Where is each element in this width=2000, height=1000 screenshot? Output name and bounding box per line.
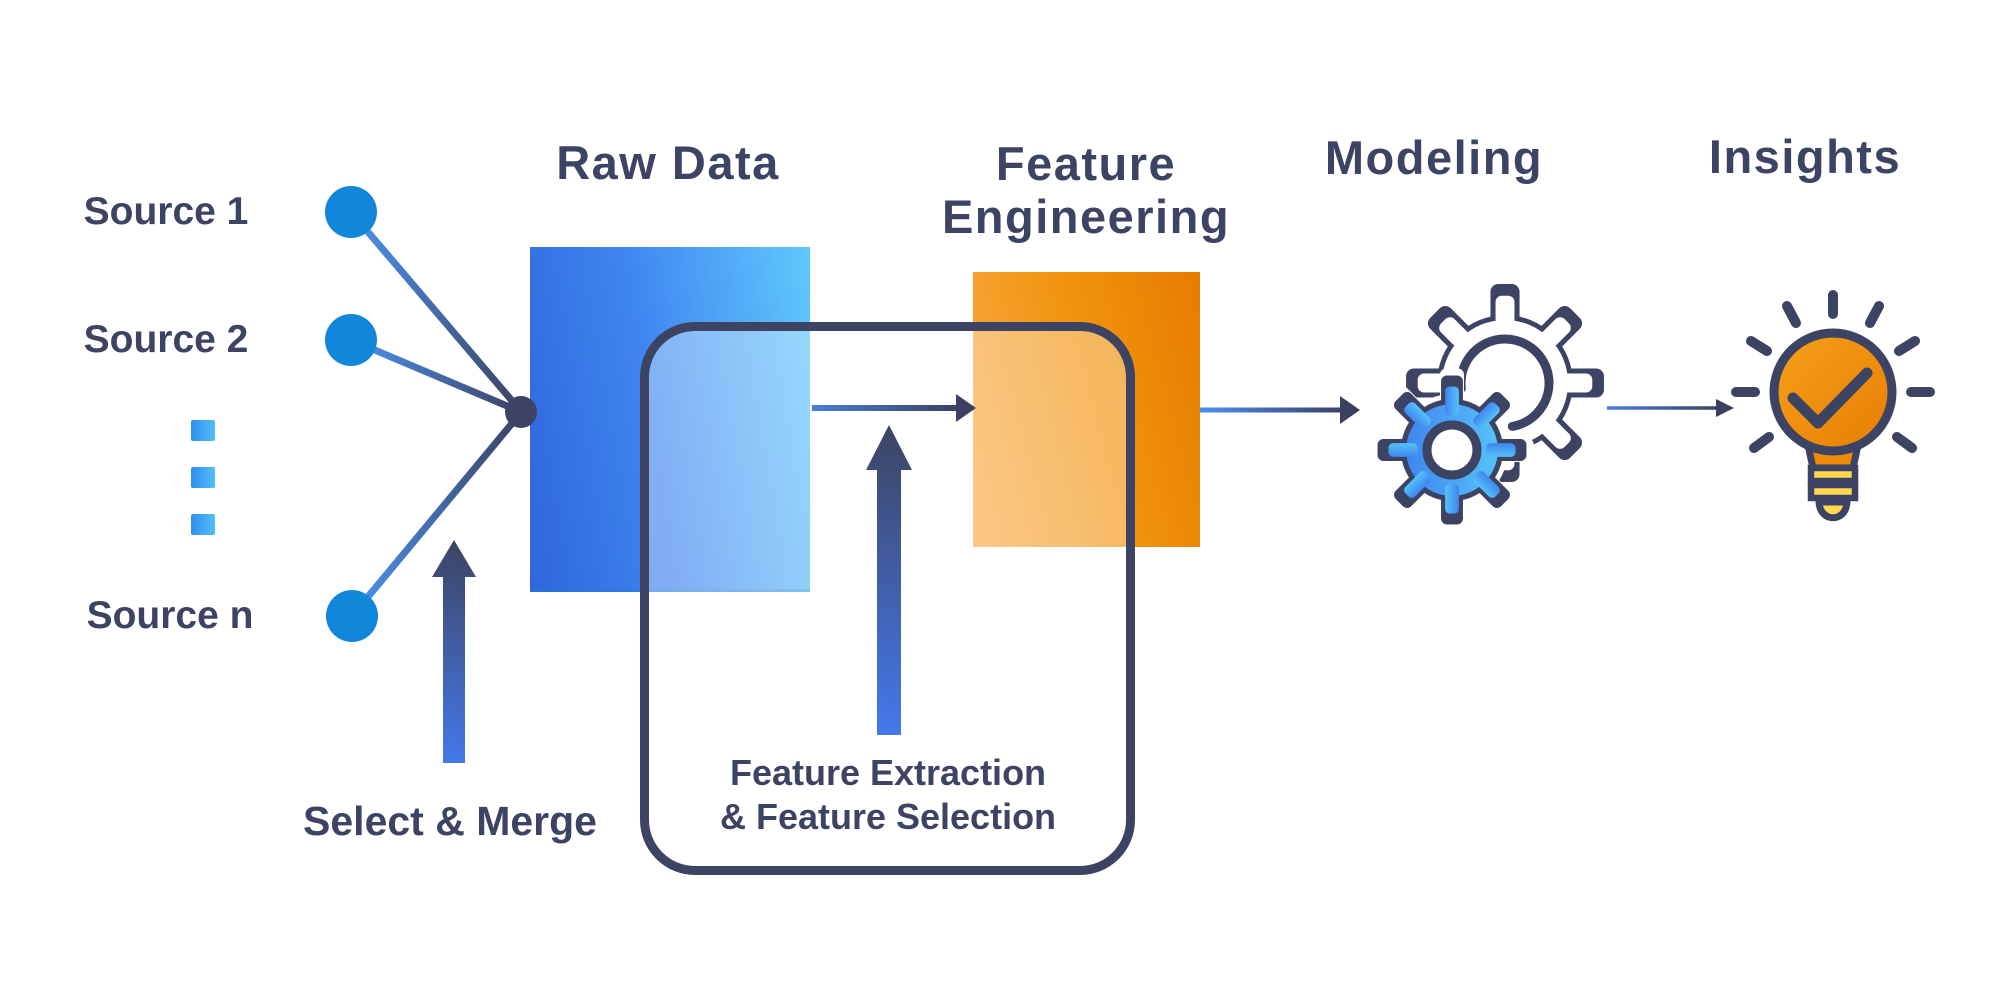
- insights-title: Insights: [1708, 130, 1902, 183]
- source-1-node: [325, 186, 377, 238]
- modeling-title: Modeling: [1324, 131, 1544, 184]
- flow-arrow-modeling-to-insights: [1607, 399, 1734, 417]
- source-1-label: Source 1: [83, 190, 249, 233]
- raw-data-title: Raw Data: [556, 136, 780, 189]
- bulb-globe: [1769, 328, 1897, 456]
- feature-engineering-title: Feature Engineering: [941, 137, 1231, 243]
- feature-extraction-arrow: [866, 425, 912, 735]
- flow-arrow-raw-to-feature: [812, 394, 976, 422]
- feature-extraction-label: Feature Extraction & Feature Selection: [719, 752, 1057, 837]
- source-1-link: [348, 209, 522, 412]
- ellipsis-dot: [191, 514, 215, 535]
- bulb-rays: [1731, 290, 1935, 453]
- source-2-link: [349, 336, 521, 415]
- source-2-node: [325, 314, 377, 366]
- bulb-base: [1815, 498, 1851, 522]
- source-n-label: Source n: [86, 594, 254, 637]
- raw-data-box: [530, 247, 810, 592]
- feature-engineering-box: [973, 272, 1200, 547]
- bulb-stripe: [1807, 464, 1859, 485]
- select-merge-label: Select & Merge: [303, 798, 597, 844]
- check-icon: [1787, 367, 1873, 429]
- select-merge-arrow: [432, 540, 476, 763]
- source-n-node: [326, 590, 378, 642]
- flow-arrow-feature-to-modeling: [1200, 396, 1360, 424]
- source-2-label: Source 2: [83, 318, 249, 361]
- gears-icon: [1370, 284, 1604, 532]
- lightbulb-check-icon: [1731, 290, 1935, 522]
- source-n-link: [349, 412, 522, 619]
- merge-dot: [505, 396, 537, 428]
- bulb-stripe: [1807, 481, 1859, 502]
- ellipsis-dot: [191, 420, 215, 441]
- ellipsis-dot: [191, 467, 215, 488]
